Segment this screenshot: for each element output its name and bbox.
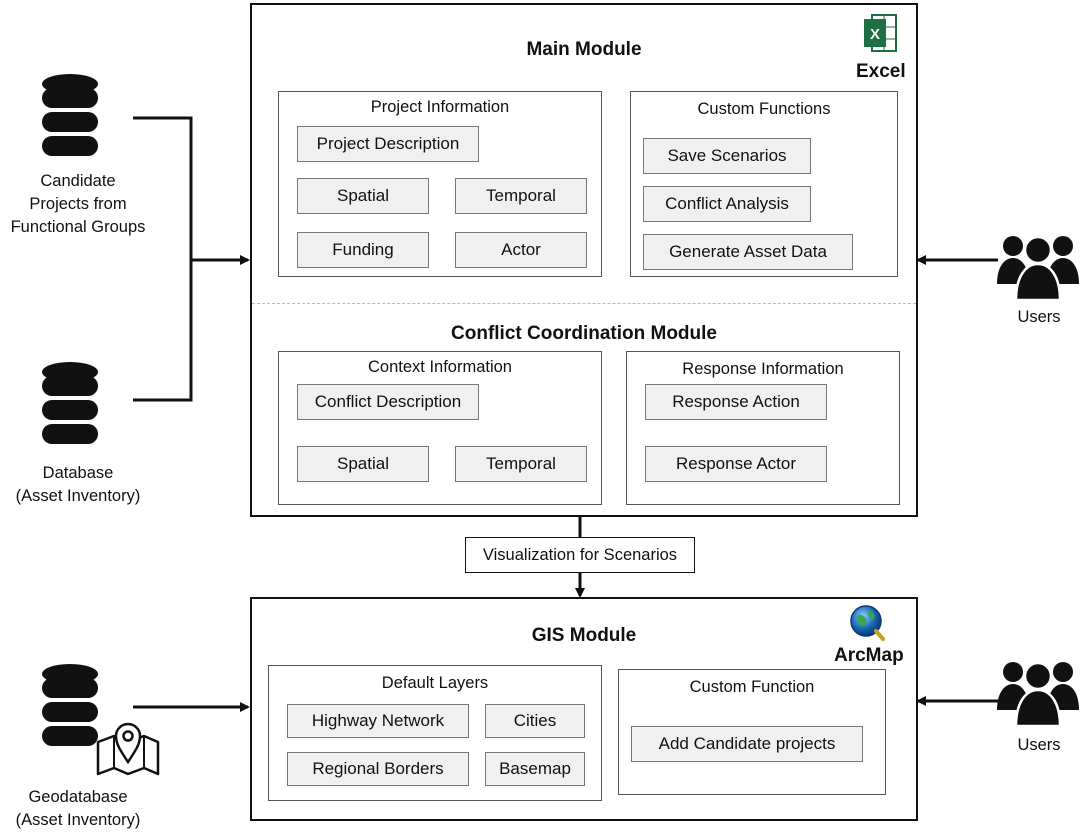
project-description-item: Project Description <box>297 126 479 162</box>
context-spatial-item: Spatial <box>297 446 429 482</box>
database-icon <box>42 74 98 156</box>
conflict-module-title: Conflict Coordination Module <box>451 323 717 344</box>
map-pin-icon <box>96 722 160 776</box>
gis-module-frame: GIS Module ArcMap Default Layers Highway… <box>250 597 918 821</box>
arcmap-globe-icon <box>850 605 885 641</box>
default-layers-panel: Default Layers Highway Network Cities Re… <box>268 665 602 801</box>
custom-function-title: Custom Function <box>689 678 815 696</box>
module-divider <box>252 303 916 304</box>
cities-item: Cities <box>485 704 585 738</box>
users-label-top: Users <box>1017 308 1061 326</box>
temporal-item: Temporal <box>455 178 587 214</box>
response-information-panel: Response Information Response Action Res… <box>626 351 900 505</box>
users-label-bottom: Users <box>1017 736 1061 754</box>
database-label: Database (Asset Inventory) <box>15 464 141 505</box>
geodatabase-label: Geodatabase (Asset Inventory) <box>15 788 141 829</box>
conflict-description-item: Conflict Description <box>297 384 479 420</box>
excel-label: Excel <box>856 61 906 82</box>
candidate-connector <box>133 116 193 260</box>
users-icon <box>997 661 1079 726</box>
project-information-panel: Project Information Project Description … <box>278 91 602 277</box>
actor-item: Actor <box>455 232 587 268</box>
add-candidate-projects-item: Add Candidate projects <box>631 726 863 762</box>
candidate-projects-label: Candidate Projects from Functional Group… <box>10 172 146 236</box>
spatial-item: Spatial <box>297 178 429 214</box>
main-module-title: Main Module <box>526 39 642 60</box>
main-module-frame: Main Module X Excel Project Information … <box>250 3 918 517</box>
generate-asset-data-item: Generate Asset Data <box>643 234 853 270</box>
funding-item: Funding <box>297 232 429 268</box>
context-information-panel: Context Information Conflict Description… <box>278 351 602 505</box>
project-information-title: Project Information <box>370 98 510 116</box>
arcmap-label: ArcMap <box>834 645 904 666</box>
context-temporal-item: Temporal <box>455 446 587 482</box>
response-information-title: Response Information <box>682 360 844 378</box>
highway-network-item: Highway Network <box>287 704 469 738</box>
users-icon <box>997 235 1079 300</box>
basemap-item: Basemap <box>485 752 585 786</box>
response-actor-item: Response Actor <box>645 446 827 482</box>
custom-functions-title: Custom Functions <box>697 100 831 118</box>
default-layers-title: Default Layers <box>381 674 489 692</box>
response-action-item: Response Action <box>645 384 827 420</box>
regional-borders-item: Regional Borders <box>287 752 469 786</box>
conflict-analysis-item: Conflict Analysis <box>643 186 811 222</box>
database-icon <box>42 362 98 444</box>
database-icon <box>42 664 98 746</box>
svg-text:X: X <box>870 26 880 43</box>
context-information-title: Context Information <box>368 358 512 376</box>
database-connector <box>133 260 193 402</box>
gis-module-title: GIS Module <box>531 625 637 646</box>
excel-icon: X <box>864 14 897 52</box>
visualization-for-scenarios-box: Visualization for Scenarios <box>465 537 695 573</box>
custom-functions-panel: Custom Functions Save Scenarios Conflict… <box>630 91 898 277</box>
custom-function-panel: Custom Function Add Candidate projects <box>618 669 886 795</box>
save-scenarios-item: Save Scenarios <box>643 138 811 174</box>
